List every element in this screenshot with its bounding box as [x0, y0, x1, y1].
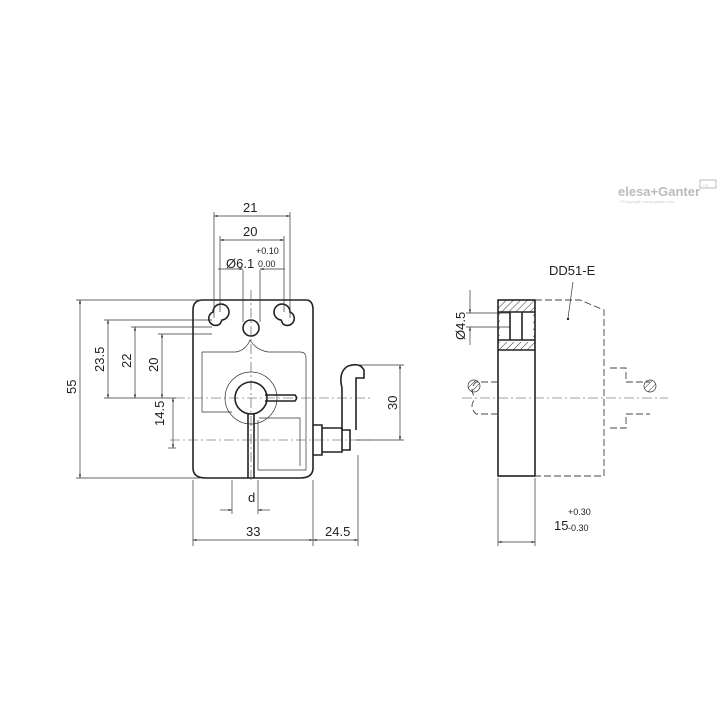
elesa-ganter-logo: elesa+Ganter CE ©Copyright | elesa-gante…	[618, 179, 717, 204]
dim-hole-tol-lower: 0.00	[258, 259, 276, 269]
dim-55: 55	[64, 380, 79, 394]
dim-20-width: 20	[243, 224, 257, 239]
dimension-lines	[78, 214, 402, 542]
dim-thickness-tol-upper: +0.30	[568, 507, 591, 517]
dim-d: d	[248, 490, 255, 505]
dim-thickness: 15	[554, 518, 568, 533]
logo-copyright: ©Copyright | elesa-ganter.com	[620, 199, 675, 204]
split-slot	[247, 413, 255, 478]
dim-22: 22	[119, 354, 134, 368]
leader-line	[567, 281, 574, 319]
inner-pocket-right	[259, 417, 301, 466]
clamp-side-outline	[497, 299, 536, 477]
dim-20-height: 20	[146, 358, 161, 372]
extension-lines	[76, 212, 404, 546]
dim-33: 33	[246, 524, 260, 539]
leader-dot	[566, 317, 570, 321]
side-view: DD51-E Ø4.5 +0.30 15 -0.30	[453, 263, 668, 546]
logo-brand: elesa+Ganter	[618, 184, 700, 199]
inner-pocket	[201, 339, 307, 471]
slotted-hole-left	[207, 303, 230, 327]
slotted-hole-right	[273, 303, 296, 327]
dim-30: 30	[385, 396, 400, 410]
dim-hole-tol-upper: +0.10	[256, 246, 279, 256]
dim-21: 21	[243, 200, 257, 215]
phantom-knob	[610, 367, 650, 429]
dim-thickness-tol-lower: -0.30	[568, 523, 589, 533]
shaft-section-left	[467, 379, 481, 393]
shaft-section-right	[643, 379, 657, 393]
dim-23-5: 23.5	[92, 347, 107, 372]
dim-24-5: 24.5	[325, 524, 350, 539]
dim-hole-4-5: Ø4.5	[453, 312, 468, 340]
part-label-dd51-e: DD51-E	[549, 263, 596, 278]
dim-14-5: 14.5	[152, 401, 167, 426]
lever-handle	[340, 363, 365, 430]
logo-badge: CE	[703, 183, 709, 188]
dim-hole-dia: Ø6.1	[226, 256, 254, 271]
front-view: 21 20 Ø6.1 +0.10 0.00 55 23.5 22 20 14.5…	[64, 200, 404, 546]
side-dimension-lines	[466, 290, 536, 546]
dd51-e-phantom	[535, 299, 605, 477]
clamp-body-outline	[192, 299, 314, 479]
screw-hole-section	[498, 311, 535, 351]
